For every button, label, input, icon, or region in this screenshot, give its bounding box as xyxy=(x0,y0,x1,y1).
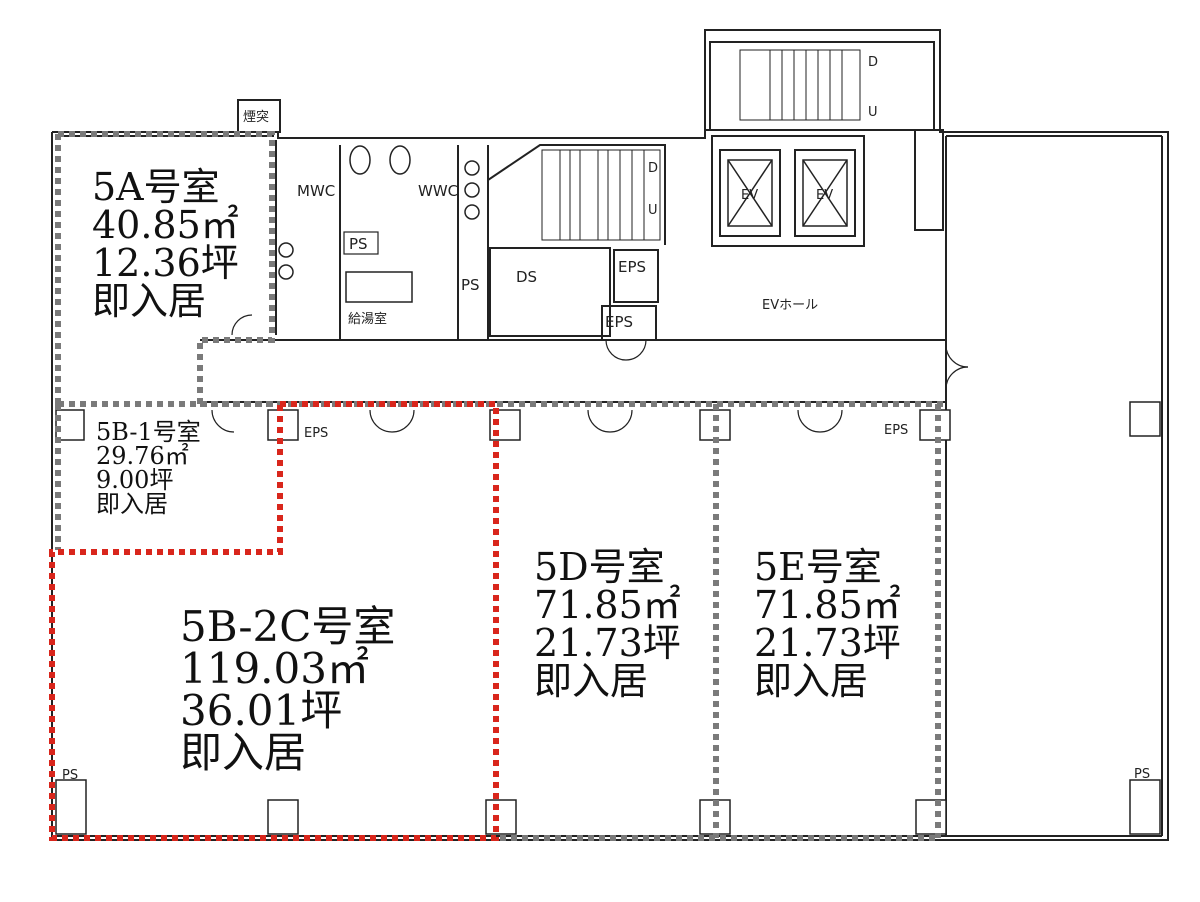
core-stair xyxy=(541,149,661,241)
elevator-cars xyxy=(727,159,848,227)
room-5b2c-tsubo: 36.01坪 xyxy=(180,686,343,735)
tower-stair xyxy=(739,49,861,121)
kyuto-label: 給湯室 xyxy=(348,311,387,327)
room-5e-status: 即入居 xyxy=(754,659,869,703)
room-5b2c-label: 5B-2C号室 119.03㎡ 36.01坪 即入居 xyxy=(180,606,395,774)
room-5d-area: 71.85㎡ xyxy=(534,583,681,627)
building-walls xyxy=(51,29,1169,841)
room-5d-tsubo: 21.73坪 xyxy=(534,621,681,665)
room-5a-tsubo: 12.36坪 xyxy=(92,241,239,285)
ps-label-right: PS xyxy=(1134,767,1150,782)
ps-label-wc: PS xyxy=(349,235,368,253)
room-5b2c-area: 119.03㎡ xyxy=(180,644,369,693)
wwc-label: WWC xyxy=(418,182,458,200)
room-5e-name: 5E号室 xyxy=(754,545,882,589)
eps-label-3: EPS xyxy=(304,426,328,441)
eps-label-2: EPS xyxy=(605,313,633,331)
room-5b1-status: 即入居 xyxy=(96,490,168,518)
core-stair-down: D xyxy=(648,161,658,176)
eps-label-4: EPS xyxy=(884,423,908,438)
core-labels: 煙突 MWC WWC PS PS DS EPS EPS EV EV EVホール … xyxy=(62,55,1150,783)
room-5a-status: 即入居 xyxy=(92,279,207,323)
room-5d-status: 即入居 xyxy=(534,659,649,703)
eps-label-1: EPS xyxy=(618,258,646,276)
toilet-fixtures xyxy=(278,145,480,303)
room-5e-label: 5E号室 71.85㎡ 21.73坪 即入居 xyxy=(754,548,901,700)
room-5b1-area: 29.76㎡ xyxy=(96,442,189,470)
room-5d-label: 5D号室 71.85㎡ 21.73坪 即入居 xyxy=(534,548,681,700)
room-5e-area: 71.85㎡ xyxy=(754,583,901,627)
room-5e-tsubo: 21.73坪 xyxy=(754,621,901,665)
core-stair-up: U xyxy=(648,203,658,218)
tower-stair-down: D xyxy=(868,55,878,70)
ev-label-1: EV xyxy=(741,188,758,203)
room-5b2c-name: 5B-2C号室 xyxy=(180,602,396,651)
ev-label-2: EV xyxy=(816,188,833,203)
room-5b1-name: 5B-1号室 xyxy=(96,418,201,446)
red-boundaries xyxy=(49,401,499,841)
room-5a-name: 5A号室 xyxy=(92,165,220,209)
room-5a-area: 40.85㎡ xyxy=(92,203,239,247)
doors xyxy=(211,314,969,433)
room-5d-name: 5D号室 xyxy=(534,545,665,589)
room-5b1-label: 5B-1号室 29.76㎡ 9.00坪 即入居 xyxy=(96,420,201,516)
ps-label-left: PS xyxy=(62,768,78,783)
ps-label-core: PS xyxy=(461,276,480,294)
chimney-label: 煙突 xyxy=(243,109,269,125)
mwc-label: MWC xyxy=(297,182,335,200)
ds-label: DS xyxy=(516,268,537,286)
room-5b1-tsubo: 9.00坪 xyxy=(96,466,174,494)
tower-stair-up: U xyxy=(868,105,878,120)
room-5a-label: 5A号室 40.85㎡ 12.36坪 即入居 xyxy=(92,168,239,320)
ev-hall-label: EVホール xyxy=(762,298,818,313)
room-5b2c-status: 即入居 xyxy=(180,728,307,777)
